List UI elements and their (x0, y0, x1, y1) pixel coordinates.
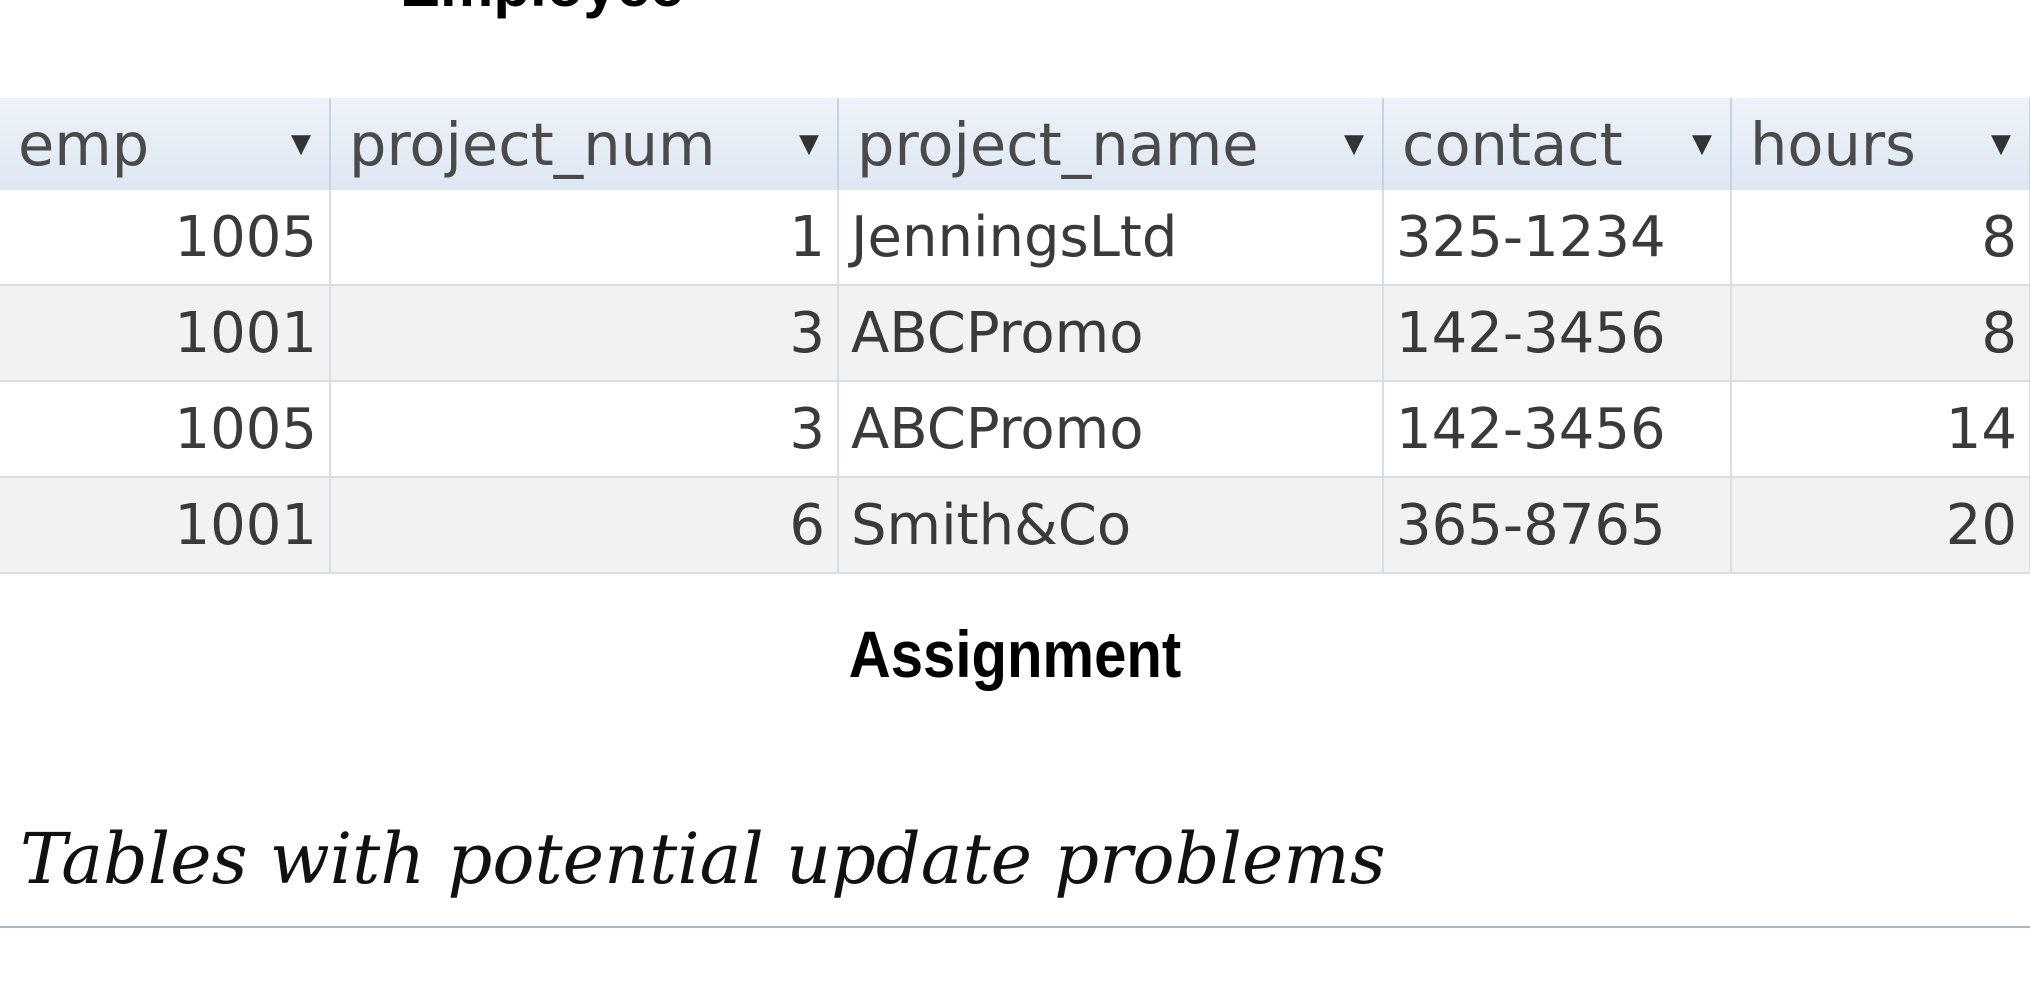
divider-line (0, 926, 2030, 928)
table-row[interactable]: 1005 3 ABCPromo 142-3456 14 (0, 381, 2030, 478)
cell-contact[interactable]: 365-8765 (1383, 477, 1732, 574)
cell-hours[interactable]: 14 (1731, 381, 2030, 478)
cell-contact[interactable]: 142-3456 (1383, 285, 1732, 382)
cell-emp[interactable]: 1001 (0, 285, 331, 382)
column-header-label: project_name (857, 109, 1259, 179)
cell-contact[interactable]: 325-1234 (1383, 190, 1732, 286)
cell-emp[interactable]: 1005 (0, 381, 331, 478)
cell-hours[interactable]: 8 (1731, 190, 2030, 286)
dropdown-arrow-icon[interactable]: ▼ (1692, 129, 1712, 159)
dropdown-arrow-icon[interactable]: ▼ (291, 129, 311, 159)
figure-caption: Tables with potential update problems (20, 818, 1386, 900)
cell-emp[interactable]: 1005 (0, 190, 331, 286)
header-row: emp ▼ project_num ▼ project_name ▼ contact ▼… (0, 98, 2030, 190)
table-row[interactable]: 1005 1 JenningsLtd 325-1234 8 (0, 190, 2030, 286)
dropdown-arrow-icon[interactable]: ▼ (1344, 129, 1364, 159)
cell-project-name[interactable]: JenningsLtd (838, 190, 1384, 286)
cell-project-num[interactable]: 6 (330, 477, 839, 574)
cell-emp[interactable]: 1001 (0, 477, 331, 574)
cell-hours[interactable]: 8 (1731, 285, 2030, 382)
column-header-label: emp (18, 109, 150, 179)
column-header-label: hours (1750, 109, 1916, 179)
column-header-contact[interactable]: contact ▼ (1383, 98, 1732, 190)
dropdown-arrow-icon[interactable]: ▼ (799, 129, 819, 159)
column-header-project-num[interactable]: project_num ▼ (330, 98, 839, 190)
table-row[interactable]: 1001 6 Smith&Co 365-8765 20 (0, 477, 2030, 574)
table-row[interactable]: 1001 3 ABCPromo 142-3456 8 (0, 285, 2030, 382)
cell-contact[interactable]: 142-3456 (1383, 381, 1732, 478)
cell-project-num[interactable]: 3 (330, 381, 839, 478)
column-header-label: project_num (349, 109, 716, 179)
employee-table-caption: Employee (400, 0, 683, 16)
cell-project-num[interactable]: 3 (330, 285, 839, 382)
assignment-datasheet: emp ▼ project_num ▼ project_name ▼ contact ▼… (0, 98, 2030, 574)
cell-project-name[interactable]: Smith&Co (838, 477, 1384, 574)
column-header-emp[interactable]: emp ▼ (0, 98, 331, 190)
column-header-project-name[interactable]: project_name ▼ (838, 98, 1384, 190)
cell-hours[interactable]: 20 (1731, 477, 2030, 574)
assignment-table-caption: Assignment (848, 617, 1182, 691)
column-header-hours[interactable]: hours ▼ (1731, 98, 2030, 190)
cell-project-num[interactable]: 1 (330, 190, 839, 286)
column-header-label: contact (1402, 109, 1623, 179)
cell-project-name[interactable]: ABCPromo (838, 285, 1384, 382)
dropdown-arrow-icon[interactable]: ▼ (1991, 129, 2011, 159)
cell-project-name[interactable]: ABCPromo (838, 381, 1384, 478)
